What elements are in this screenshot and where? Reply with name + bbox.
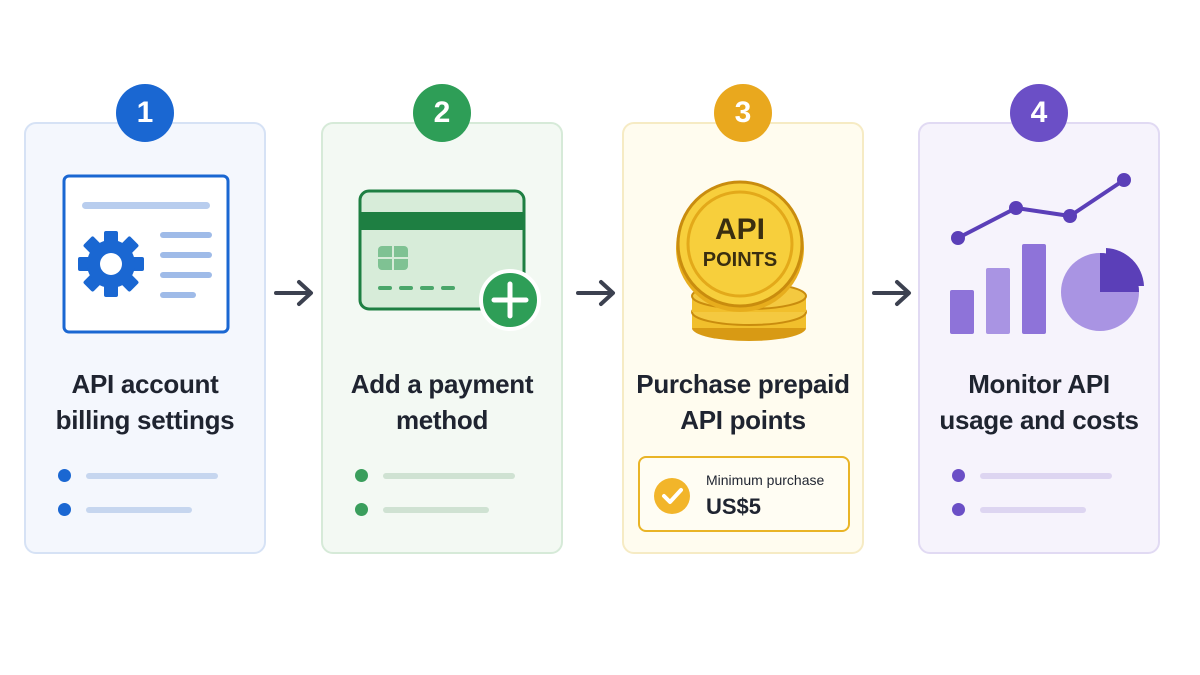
minimum-purchase-label: Minimum purchase — [706, 472, 825, 488]
step-2-card: Add a payment method — [321, 122, 563, 554]
step-1-number-badge: 1 — [116, 84, 174, 142]
step-4-title: Monitor API usage and costs — [939, 369, 1139, 435]
check-icon — [654, 478, 690, 514]
coin-label-line1: API — [715, 213, 765, 246]
list-item — [950, 464, 1130, 498]
step-3-card: API POINTS Purchase prepaid API points M… — [622, 122, 864, 554]
step-1-detail-list — [56, 464, 236, 532]
usage-charts-icon — [950, 173, 1144, 334]
arrow-right-icon — [274, 280, 313, 306]
step-1-number: 1 — [136, 96, 154, 129]
step-4-number: 4 — [1030, 96, 1048, 129]
list-item — [56, 464, 236, 498]
api-points-coins-icon: API POINTS — [676, 180, 807, 341]
list-item — [950, 498, 1130, 532]
step-2-number: 2 — [433, 96, 451, 129]
step-3-number-badge: 3 — [714, 84, 772, 142]
minimum-purchase-note: Minimum purchase US$5 — [638, 456, 850, 532]
arrow-right-icon — [576, 280, 615, 306]
step-4-detail-list — [950, 464, 1130, 532]
minimum-purchase-value: US$5 — [706, 494, 762, 519]
settings-window-icon — [62, 174, 230, 334]
arrow-right-icon — [872, 280, 911, 306]
list-item — [56, 498, 236, 532]
step-4-card: Monitor API usage and costs — [918, 122, 1160, 554]
step-3-title: Purchase prepaid API points — [636, 369, 850, 435]
step-1-title: API account billing settings — [55, 369, 235, 435]
step-2-detail-list — [353, 464, 533, 532]
list-item — [353, 498, 533, 532]
step-4-number-badge: 4 — [1010, 84, 1068, 142]
step-1-card: API account billing settings — [24, 122, 266, 554]
credit-card-add-icon — [358, 189, 541, 331]
step-2-title: Add a payment method — [350, 369, 534, 435]
step-2-number-badge: 2 — [413, 84, 471, 142]
step-3-number: 3 — [734, 96, 752, 129]
coin-label-line2: POINTS — [703, 249, 777, 271]
list-item — [353, 464, 533, 498]
